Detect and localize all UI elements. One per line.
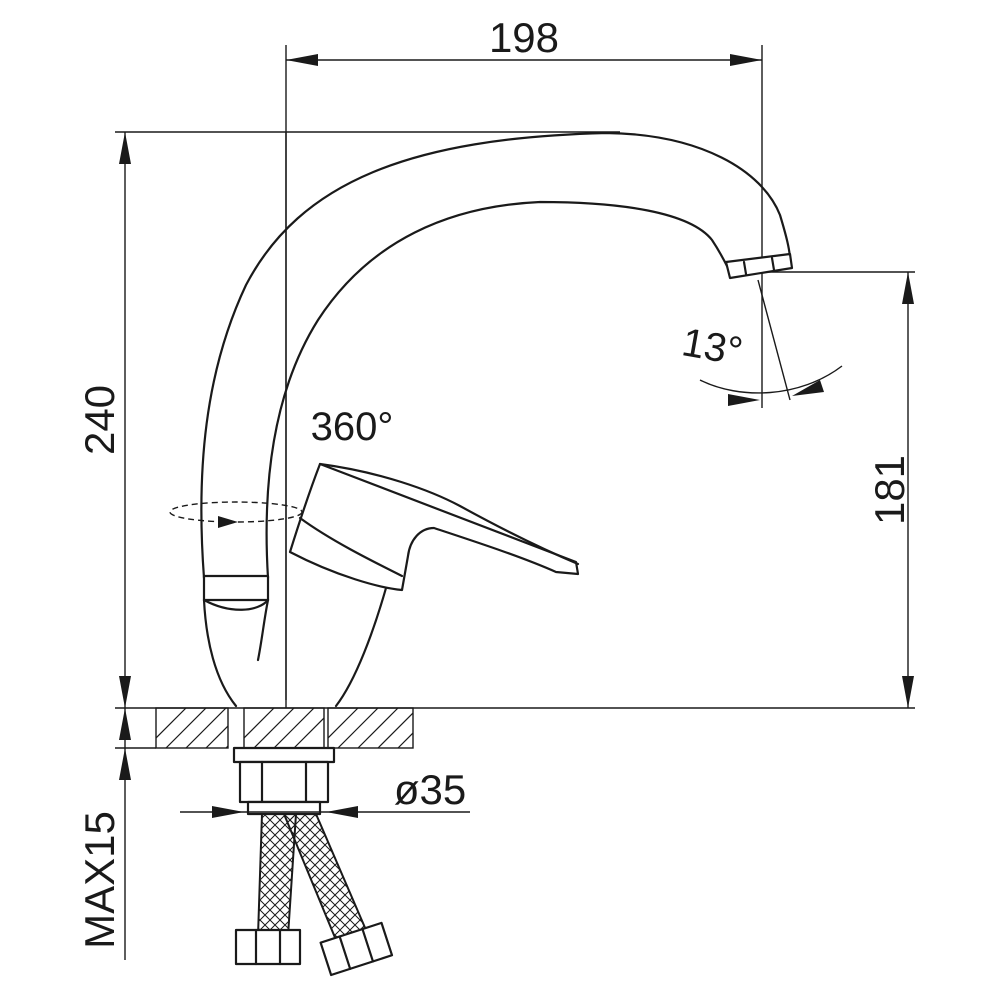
tilt-angle-label: 13°: [679, 320, 746, 374]
outlet-height-label: 181: [866, 455, 913, 525]
arrowhead-left: [286, 54, 318, 66]
countertop-section: [115, 707, 414, 749]
hex-facet: [338, 935, 352, 970]
lever-handle: [288, 462, 580, 592]
arrowhead-right: [730, 54, 762, 66]
hose-left: [256, 813, 298, 937]
flexible-hoses: [234, 813, 394, 977]
arrowhead-top: [119, 132, 131, 164]
tilt-arc: [699, 365, 843, 394]
mounting-shank: [243, 707, 325, 749]
rotation-indicator: 360°: [169, 405, 394, 528]
arrowhead-top: [902, 272, 914, 304]
max-thickness-label: MAX15: [76, 811, 123, 949]
hose-right: [282, 813, 368, 942]
aerator-detail: [742, 260, 748, 276]
dimension-max-counter-thickness: MAX15: [76, 708, 131, 960]
hose-left-hex-nut: [234, 928, 302, 966]
spout-tilt-indicator: 13°: [679, 279, 843, 406]
tilt-arrow-right: [792, 380, 824, 396]
aerator-detail: [770, 256, 776, 272]
hex-facet: [361, 927, 375, 963]
tilt-line: [757, 279, 791, 401]
mounting-nut: [238, 760, 330, 804]
spout-reach-label: 198: [489, 14, 559, 61]
tilt-arrow-left: [728, 394, 760, 406]
total-height-label: 240: [76, 385, 123, 455]
dimension-outlet-height: 181: [760, 271, 915, 708]
mounting-nut-assembly: [232, 746, 336, 816]
dimension-total-height: 240: [76, 131, 620, 708]
lever-inner-edge: [298, 516, 404, 578]
body-right-contour: [256, 586, 388, 708]
washer: [232, 746, 336, 764]
connector-diameter-label: ø35: [394, 766, 466, 813]
arrowhead-top: [119, 708, 131, 740]
spout-inner-curve: [265, 200, 730, 580]
arrowhead-bottom: [119, 676, 131, 708]
rotation-arrow: [218, 516, 238, 528]
arrowhead-right: [326, 806, 358, 818]
aerator: [724, 252, 794, 280]
rotation-angle-label: 360°: [311, 405, 394, 449]
arrowhead-left: [212, 806, 244, 818]
lever-top-ridge: [318, 462, 580, 566]
arrowhead-bottom: [902, 676, 914, 708]
body-left-contour: [202, 598, 238, 708]
swivel-collar: [202, 574, 270, 602]
countertop-left-block: [155, 707, 229, 749]
arrowhead-bottom: [119, 748, 131, 780]
hose-right-hex-nut: [319, 921, 394, 977]
collar-lower-curve: [202, 598, 270, 611]
countertop-right-block: [327, 707, 414, 749]
rotation-ellipse: [169, 501, 303, 523]
dimension-connector-diameter: ø35: [180, 766, 470, 818]
spout-outer-curve: [200, 131, 792, 580]
faucet-body: [200, 131, 794, 708]
